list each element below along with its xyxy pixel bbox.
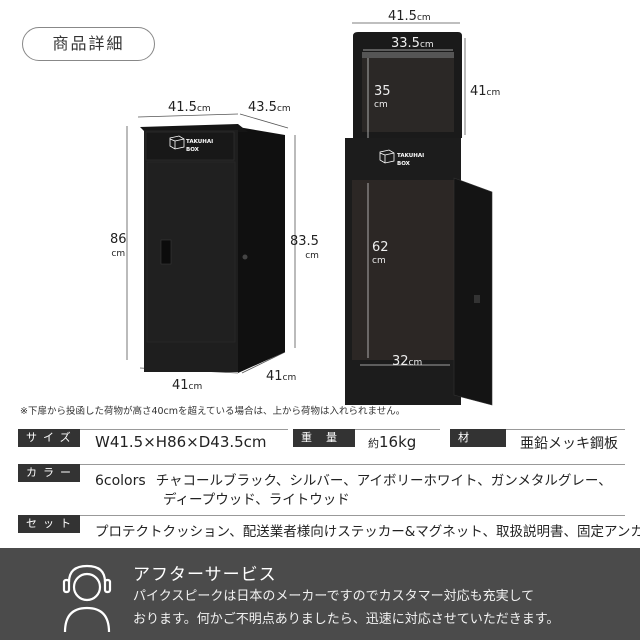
section-title: 商品詳細 xyxy=(22,27,155,61)
dim-depth-bottom: 41cm xyxy=(266,369,297,384)
spec-value-set: プロテクトクッション、配送業者様向けステッカー&マグネット、取扱説明書、固定アン… xyxy=(95,524,640,540)
dim-width-bottom: 41cm xyxy=(172,378,203,393)
box-logo-icon xyxy=(169,135,185,150)
after-service-title: アフターサービス xyxy=(133,565,277,585)
spec-value-color-line2: ディープウッド、ライトウッド xyxy=(163,492,350,508)
open-box-diagram: TAKUHAI BOX xyxy=(345,22,493,406)
closed-box-diagram: TAKUHAI BOX xyxy=(126,113,296,374)
door-handle xyxy=(160,239,172,265)
dim-inner-width-bottom: 32cm xyxy=(392,354,423,369)
spec-label-color: カラー xyxy=(18,464,80,482)
note-text: ※下扉から投函した荷物が高さ40cmを超えている場合は、上から荷物は入れられませ… xyxy=(20,406,406,417)
box-door xyxy=(146,161,236,343)
dim-width-top: 41.5cm xyxy=(168,100,211,115)
logo-text: TAKUHAI xyxy=(186,139,213,145)
spec-value-size: W41.5×H86×D43.5cm xyxy=(95,433,267,451)
open-door xyxy=(453,177,493,406)
spec-value-material: 亜鉛メッキ鋼板 xyxy=(520,436,618,452)
dim-outer-width: 41.5cm xyxy=(388,9,431,24)
spec-label-set: セット xyxy=(18,515,80,533)
logo-text: BOX xyxy=(186,147,200,153)
dim-inner-width-top: 33.5cm xyxy=(391,36,434,51)
spec-value-weight: 約16kg xyxy=(368,433,417,451)
after-service-text: おります。何かご不明点ありましたら、迅速に対応させていただきます。 xyxy=(133,612,560,627)
dim-depth-top: 43.5cm xyxy=(248,100,291,115)
logo-text: TAKUHAI xyxy=(397,153,424,159)
after-service-band xyxy=(0,548,640,640)
spec-label-material: 材質 xyxy=(450,429,506,462)
after-service-text: パイクスピークは日本のメーカーですのでカスタマー対応も充実して xyxy=(133,589,535,604)
spec-label-weight: 重量 xyxy=(293,429,355,447)
dim-lid-height: 41cm xyxy=(470,84,501,99)
inner-compartment xyxy=(352,180,454,360)
spec-label-size: サイズ xyxy=(18,429,80,447)
logo-text: BOX xyxy=(397,161,411,167)
headset-person-icon xyxy=(62,564,112,633)
box-side xyxy=(238,127,285,373)
box-logo-icon xyxy=(379,149,395,164)
